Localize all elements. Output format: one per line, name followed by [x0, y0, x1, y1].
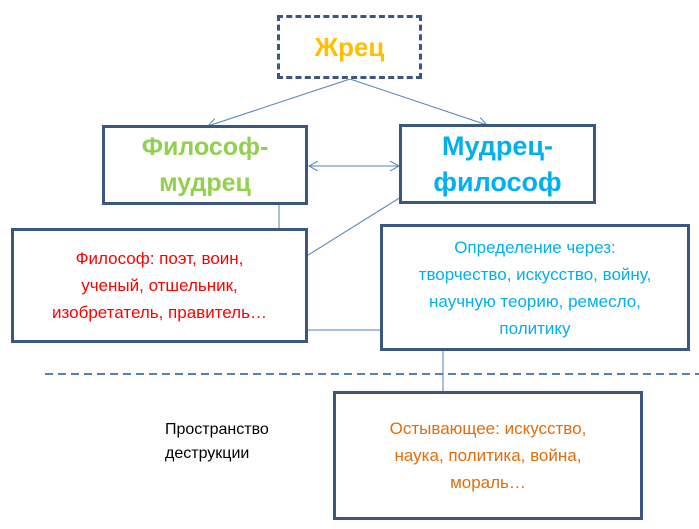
node-priest: Жрец [277, 15, 422, 79]
node-philosopher-sage-label: Философ- мудрец [141, 133, 269, 197]
node-sage-philosopher: Мудрец- философ [399, 124, 596, 204]
node-definition: Определение через: творчество, искусство… [380, 224, 690, 351]
arrow-priest-to-philosopher-sage [208, 78, 351, 126]
space-of-destruction-label: Пространство деструкции [165, 421, 269, 462]
arrow-priest-to-sage-philosopher [349, 78, 487, 125]
node-cooling: Остывающее: искусство, наука, политика, … [333, 391, 643, 520]
node-philosopher-roles: Философ: поэт, воин, ученый, отшельник, … [11, 228, 308, 343]
node-priest-label: Жрец [314, 31, 385, 62]
node-sage-philosopher-label: Мудрец- философ [433, 131, 562, 197]
node-definition-label: Определение через: творчество, искусство… [418, 237, 652, 338]
node-philosopher-sage: Философ- мудрец [102, 125, 308, 205]
node-cooling-label: Остывающее: искусство, наука, политика, … [389, 419, 587, 492]
node-philosopher-roles-label: Философ: поэт, воин, ученый, отшельник, … [52, 249, 267, 322]
